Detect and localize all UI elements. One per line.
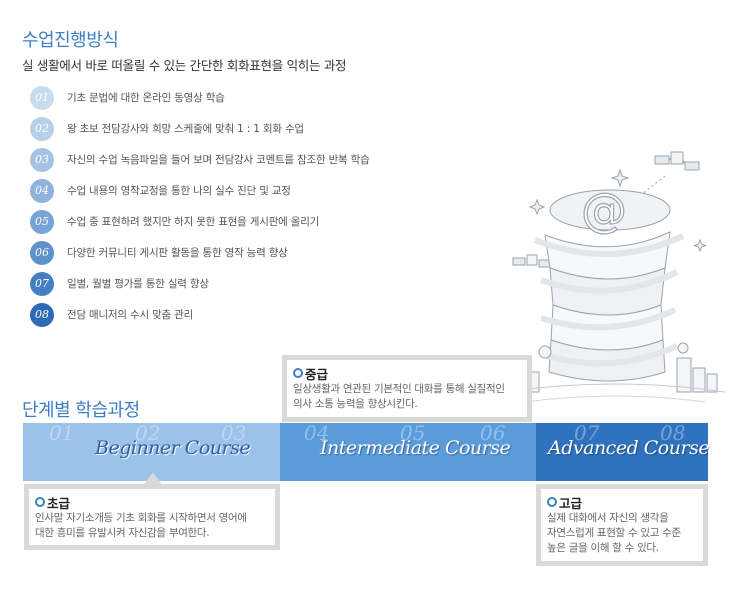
callout-title: 초급: [47, 496, 71, 511]
track-number: 04: [304, 421, 330, 445]
step-text: 왕 초보 전담강사와 희망 스케줄에 맞춰 1 : 1 회화 수업: [67, 123, 304, 135]
intermediate-segment[interactable]: 04 05 06 Intermediate Course: [280, 421, 536, 481]
method-subtitle: 실 생활에서 바로 떠올릴 수 있는 간단한 회화표현을 익히는 과정: [22, 58, 347, 73]
step-text: 자신의 수업 녹음파일을 들어 보며 전담강사 코멘트를 참조한 반복 학습: [67, 154, 370, 166]
beginner-callout: 초급 인사말 자기소개등 기초 회화를 시작하면서 영어에 대한 흥미를 유발시…: [24, 484, 280, 550]
step-text: 다양한 커뮤니티 게시판 활동을 통한 영작 능력 향상: [67, 247, 288, 259]
step-text: 수업 중 표현하려 했지만 하지 못한 표현을 게시판에 올리기: [67, 216, 320, 228]
intermediate-course-label: Intermediate Course: [320, 437, 511, 459]
beginner-course-label: Beginner Course: [95, 437, 251, 459]
callout-title: 고급: [559, 496, 583, 511]
step-number-badge: 03: [30, 148, 54, 172]
track-number: 03: [221, 421, 247, 445]
callout-desc: 실제 대화에서 자신의 생각을 자연스럽게 표현할 수 있고 수준 높은 글을 …: [547, 512, 681, 554]
callout-title: 중급: [305, 367, 329, 382]
track-number: 07: [574, 421, 600, 445]
spiral-tower-illustration: @: [505, 151, 725, 403]
step-text: 수업 내용의 영작교정을 통한 나의 실수 진단 및 교정: [67, 185, 291, 197]
step-number-badge: 06: [30, 241, 54, 265]
bullet-icon: [35, 497, 45, 507]
step-text: 기초 문법에 대한 온라인 동영상 학습: [67, 92, 225, 104]
step-number-badge: 04: [30, 179, 54, 203]
section-title-method: 수업진행방식: [22, 30, 119, 51]
callout-desc: 인사말 자기소개등 기초 회화를 시작하면서 영어에 대한 흥미를 유발시켜 자…: [35, 512, 247, 539]
satellite-icon: [654, 151, 700, 171]
step-number-badge: 05: [30, 210, 54, 234]
beginner-segment[interactable]: 01 02 03 Beginner Course: [23, 421, 280, 481]
step-text: 전담 매니저의 수시 맞춤 관리: [67, 309, 194, 321]
satellite-icon: [512, 254, 552, 268]
callout-desc: 일상생활과 연관된 기본적인 대화를 통해 실질적인 의사 소통 능력을 향상시…: [293, 383, 505, 410]
step-number-badge: 07: [30, 272, 54, 296]
bullet-icon: [547, 497, 557, 507]
callout-pointer: [144, 472, 162, 485]
section-title-levels: 단계별 학습과정: [22, 400, 140, 421]
advanced-course-label: Advanced Course: [548, 437, 710, 459]
advanced-callout: 고급 실제 대화에서 자신의 생각을 자연스럽게 표현할 수 있고 수준 높은 …: [536, 484, 708, 566]
svg-text:@: @: [581, 183, 627, 237]
intermediate-callout: 중급 일상생활과 연관된 기본적인 대화를 통해 실질적인 의사 소통 능력을 …: [282, 355, 532, 422]
step-number-badge: 08: [30, 303, 54, 327]
track-number: 02: [135, 421, 161, 445]
track-number: 06: [480, 421, 506, 445]
bullet-icon: [293, 368, 303, 378]
course-track: 01 02 03 Beginner Course 04 05 06 Interm…: [23, 421, 710, 481]
track-number: 01: [49, 421, 75, 445]
step-number-badge: 01: [30, 86, 54, 110]
track-number: 08: [660, 421, 686, 445]
track-number: 05: [400, 421, 426, 445]
advanced-segment[interactable]: 07 08 Advanced Course: [536, 421, 710, 481]
step-text: 일별, 월별 평가를 통한 실력 향상: [67, 278, 209, 290]
step-number-badge: 02: [30, 117, 54, 141]
